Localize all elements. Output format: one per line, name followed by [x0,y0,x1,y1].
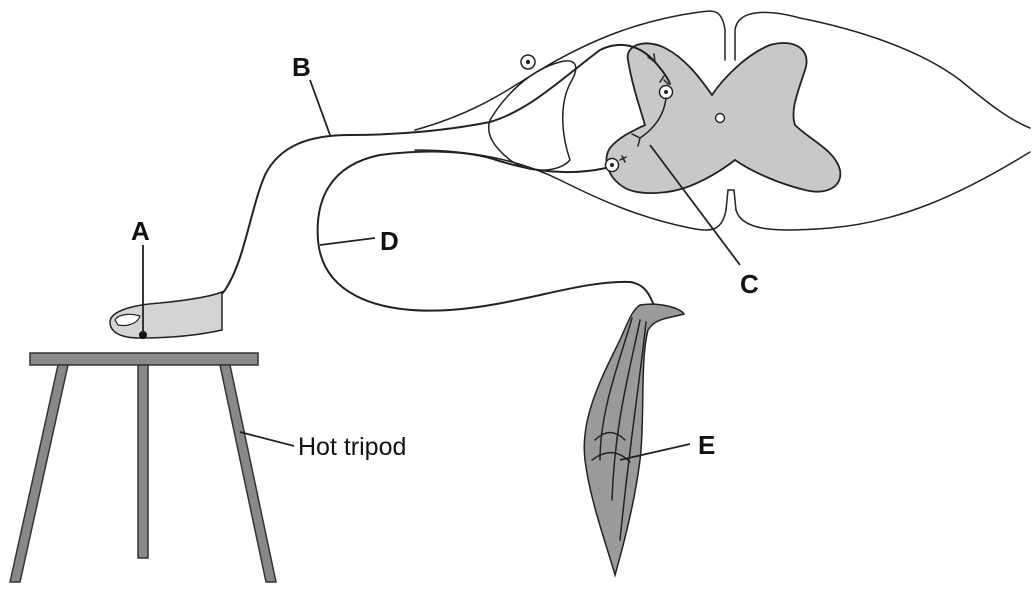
muscle [584,304,684,575]
label-c: C [740,269,759,299]
leader-tripod [240,432,294,446]
label-b: B [292,52,311,82]
leader-b [310,80,330,135]
central-canal [716,114,725,123]
finger [110,292,222,339]
leader-d [320,238,375,245]
label-d: D [380,226,399,256]
hot-tripod [10,353,276,582]
label-hot-tripod: Hot tripod [298,433,406,461]
label-a: A [131,216,150,246]
label-e: E [698,430,715,460]
motor-neurone [318,152,655,311]
dorsal-root-ganglion [489,55,576,170]
